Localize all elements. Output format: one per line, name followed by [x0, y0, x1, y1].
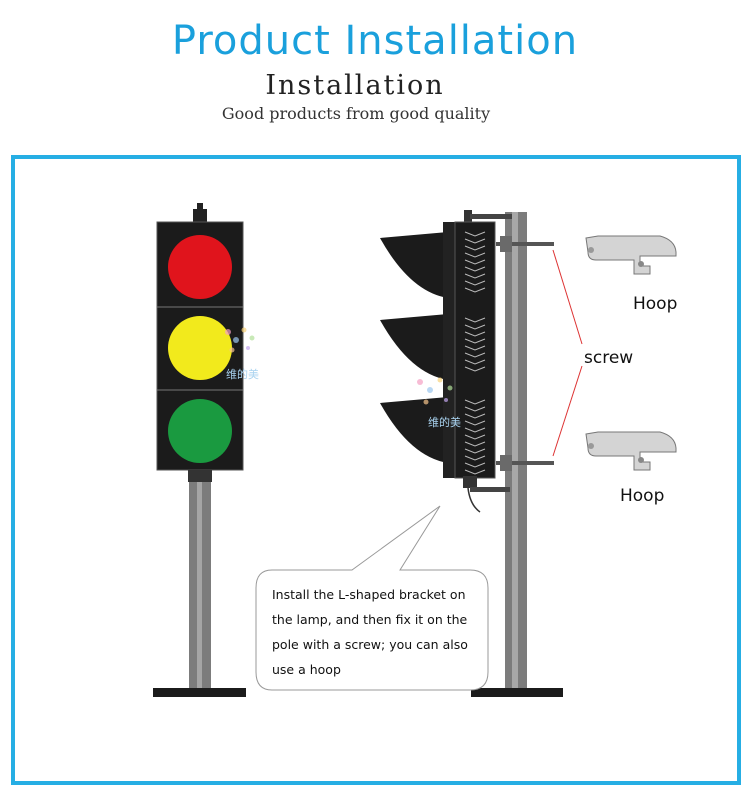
hoop-clamp-bottom-icon: [585, 431, 677, 471]
hoop-label-top: Hoop: [633, 294, 678, 314]
visor-middle: [380, 314, 448, 380]
callout-text: Install the L-shaped bracket on the lamp…: [272, 587, 468, 677]
chevron-mark: [464, 324, 486, 330]
l-bracket-bottom: [470, 487, 510, 492]
top-cap-icon: [193, 209, 207, 223]
chevron-mark: [464, 462, 486, 468]
chevron-mark: [464, 252, 486, 258]
chevron-mark: [464, 420, 486, 426]
hoop-bolt-bottom: [496, 461, 554, 465]
green-light: [168, 399, 232, 463]
yellow-light: [168, 316, 232, 380]
visor-bottom: [380, 397, 448, 463]
chevron-mark: [464, 317, 486, 323]
watermark-text-2: 维的美: [428, 416, 461, 429]
chevron-mark: [464, 238, 486, 244]
side-base: [471, 688, 563, 697]
screw-label: screw: [584, 348, 634, 368]
chevron-mark: [464, 427, 486, 433]
hoop-label-bottom: Hoop: [620, 486, 665, 506]
chevron-mark: [464, 280, 486, 286]
chevron-mark: [464, 359, 486, 365]
chevron-mark: [464, 399, 486, 405]
visor-top: [380, 232, 448, 298]
side-traffic-light: [380, 210, 563, 697]
chevron-mark: [464, 352, 486, 358]
callout-bubble: [255, 505, 489, 691]
chevron-mark: [464, 345, 486, 351]
chevron-mark: [464, 448, 486, 454]
chevron-mark: [464, 287, 486, 293]
chevron-mark: [464, 259, 486, 265]
chevron-mark: [464, 245, 486, 251]
hoop-clamp-top-icon: [585, 235, 677, 275]
chevron-mark: [464, 434, 486, 440]
chevron-mark: [464, 331, 486, 337]
page-subtitle: Installation: [265, 70, 445, 101]
front-base: [153, 688, 246, 697]
chevron-mark: [464, 266, 486, 272]
l-bracket-top: [470, 214, 512, 219]
tagline: Good products from good quality: [221, 104, 491, 123]
watermark-logo-icon: [225, 327, 453, 405]
chevron-mark: [464, 366, 486, 372]
watermark-text: 维的美: [226, 368, 259, 381]
chevron-mark: [464, 338, 486, 344]
screw-leader-top: [552, 249, 583, 345]
chevron-mark: [464, 273, 486, 279]
screw-leader-bottom: [552, 365, 583, 457]
page-title: Product Installation: [171, 18, 579, 64]
chevron-mark: [464, 231, 486, 237]
chevron-mark: [464, 455, 486, 461]
chevron-mark: [464, 441, 486, 447]
chevron-mark: [464, 413, 486, 419]
chevron-mark: [464, 469, 486, 475]
hoop-bolt-top: [496, 242, 554, 246]
red-light: [168, 235, 232, 299]
chevron-mark: [464, 406, 486, 412]
front-traffic-light: [153, 203, 246, 697]
